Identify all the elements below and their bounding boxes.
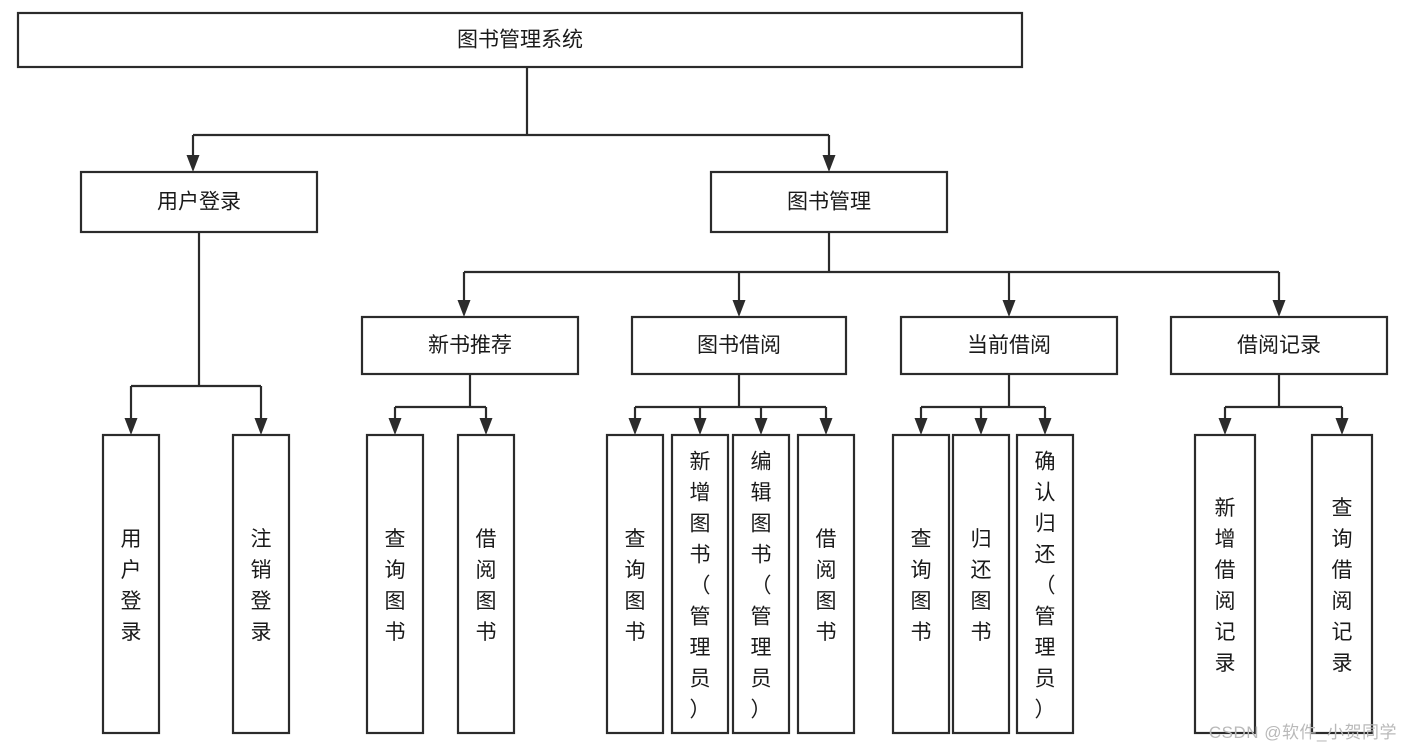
node-l-confirmret[interactable]: 确认归还（管理员） bbox=[1015, 433, 1075, 735]
node-label-n-current: 当前借阅 bbox=[967, 334, 1051, 357]
node-label-l-returnbook: 归还图书 bbox=[971, 528, 992, 644]
node-label-l-logout: 注销登录 bbox=[251, 528, 272, 644]
node-n-login[interactable]: 用户登录 bbox=[79, 170, 319, 234]
node-label-l-querybook1: 查询图书 bbox=[385, 528, 406, 644]
node-box-n-current[interactable] bbox=[899, 315, 1119, 376]
node-box-l-confirmret[interactable] bbox=[1015, 433, 1075, 735]
node-label-n-borrow: 图书借阅 bbox=[697, 334, 781, 357]
node-box-l-logout[interactable] bbox=[231, 433, 291, 735]
node-n-borrow[interactable]: 图书借阅 bbox=[630, 315, 848, 376]
node-box-l-querybook3[interactable] bbox=[891, 433, 951, 735]
node-label-root: 图书管理系统 bbox=[457, 29, 583, 52]
node-n-newbook[interactable]: 新书推荐 bbox=[360, 315, 580, 376]
node-l-addbook[interactable]: 新增图书（管理员） bbox=[670, 433, 730, 735]
node-box-l-borrowbook2[interactable] bbox=[796, 433, 856, 735]
node-box-l-querybook1[interactable] bbox=[365, 433, 425, 735]
node-label-l-queryrecord: 查询借阅记录 bbox=[1332, 497, 1353, 675]
connector-e-root bbox=[186, 67, 836, 172]
csdn-watermark: CSDN @软件_小贺同学 bbox=[1208, 723, 1397, 742]
node-layer: 图书管理系统用户登录图书管理新书推荐图书借阅当前借阅借阅记录用户登录注销登录查询… bbox=[16, 11, 1389, 735]
node-label-l-borrowbook1: 借阅图书 bbox=[476, 528, 497, 644]
node-label-n-bookmgr: 图书管理 bbox=[787, 191, 871, 214]
node-l-returnbook[interactable]: 归还图书 bbox=[951, 433, 1011, 735]
node-l-querybook1[interactable]: 查询图书 bbox=[365, 433, 425, 735]
node-l-borrowbook2[interactable]: 借阅图书 bbox=[796, 433, 856, 735]
node-box-l-addrecord[interactable] bbox=[1193, 433, 1257, 735]
node-l-editbook[interactable]: 编辑图书（管理员） bbox=[731, 433, 791, 735]
node-n-bookmgr[interactable]: 图书管理 bbox=[709, 170, 949, 234]
connector-e-borrow bbox=[628, 374, 833, 435]
node-label-n-login: 用户登录 bbox=[157, 191, 241, 214]
node-box-l-userlogin[interactable] bbox=[101, 433, 161, 735]
node-label-l-addbook: 新增图书（管理员） bbox=[690, 451, 711, 722]
node-label-n-record: 借阅记录 bbox=[1237, 334, 1321, 357]
node-box-l-borrowbook1[interactable] bbox=[456, 433, 516, 735]
node-box-n-bookmgr[interactable] bbox=[709, 170, 949, 234]
node-box-n-record[interactable] bbox=[1169, 315, 1389, 376]
node-box-l-returnbook[interactable] bbox=[951, 433, 1011, 735]
node-box-l-querybook2[interactable] bbox=[605, 433, 665, 735]
node-label-l-querybook3: 查询图书 bbox=[911, 528, 932, 644]
node-l-querybook3[interactable]: 查询图书 bbox=[891, 433, 951, 735]
node-box-n-login[interactable] bbox=[79, 170, 319, 234]
connector-e-login bbox=[124, 232, 268, 435]
node-l-querybook2[interactable]: 查询图书 bbox=[605, 433, 665, 735]
node-label-l-editbook: 编辑图书（管理员） bbox=[751, 451, 772, 722]
node-label-l-confirmret: 确认归还（管理员） bbox=[1035, 451, 1056, 722]
connector-e-bookmgr bbox=[457, 232, 1286, 317]
node-label-n-newbook: 新书推荐 bbox=[428, 334, 512, 357]
connector-e-record bbox=[1218, 374, 1349, 435]
node-l-addrecord[interactable]: 新增借阅记录 bbox=[1193, 433, 1257, 735]
node-box-l-addbook[interactable] bbox=[670, 433, 730, 735]
node-box-n-borrow[interactable] bbox=[630, 315, 848, 376]
node-l-queryrecord[interactable]: 查询借阅记录 bbox=[1310, 433, 1374, 735]
node-label-l-borrowbook2: 借阅图书 bbox=[816, 528, 837, 644]
connector-layer bbox=[124, 67, 1349, 435]
node-n-record[interactable]: 借阅记录 bbox=[1169, 315, 1389, 376]
node-box-l-editbook[interactable] bbox=[731, 433, 791, 735]
node-label-l-userlogin: 用户登录 bbox=[121, 528, 142, 644]
connector-e-newbook bbox=[388, 374, 493, 435]
connector-e-current bbox=[914, 374, 1052, 435]
node-box-n-newbook[interactable] bbox=[360, 315, 580, 376]
node-l-logout[interactable]: 注销登录 bbox=[231, 433, 291, 735]
node-root[interactable]: 图书管理系统 bbox=[16, 11, 1024, 69]
node-box-l-queryrecord[interactable] bbox=[1310, 433, 1374, 735]
node-n-current[interactable]: 当前借阅 bbox=[899, 315, 1119, 376]
node-label-l-addrecord: 新增借阅记录 bbox=[1215, 497, 1236, 675]
node-l-userlogin[interactable]: 用户登录 bbox=[101, 433, 161, 735]
node-l-borrowbook1[interactable]: 借阅图书 bbox=[456, 433, 516, 735]
node-box-root[interactable] bbox=[16, 11, 1024, 69]
node-label-l-querybook2: 查询图书 bbox=[625, 528, 646, 644]
